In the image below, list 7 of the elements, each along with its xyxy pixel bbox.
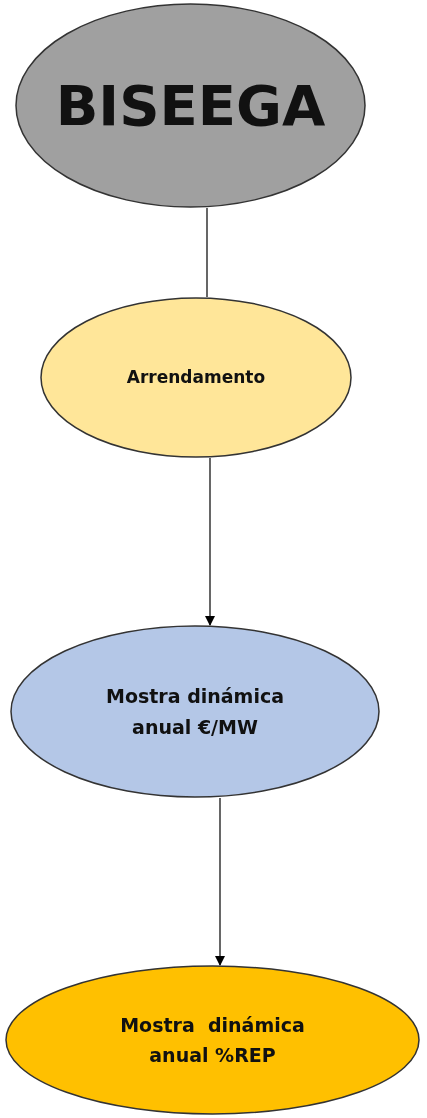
- arrow: [205, 457, 215, 626]
- node-label: Arrendamento: [126, 365, 266, 389]
- arrow: [215, 797, 225, 966]
- node-label: Mostra dinámica anual €/MW: [105, 684, 285, 740]
- node-label: Mostra dinámica anual %REP: [119, 1012, 306, 1068]
- node-label: BISEEGA: [55, 71, 326, 140]
- connector-line: [206, 207, 208, 298]
